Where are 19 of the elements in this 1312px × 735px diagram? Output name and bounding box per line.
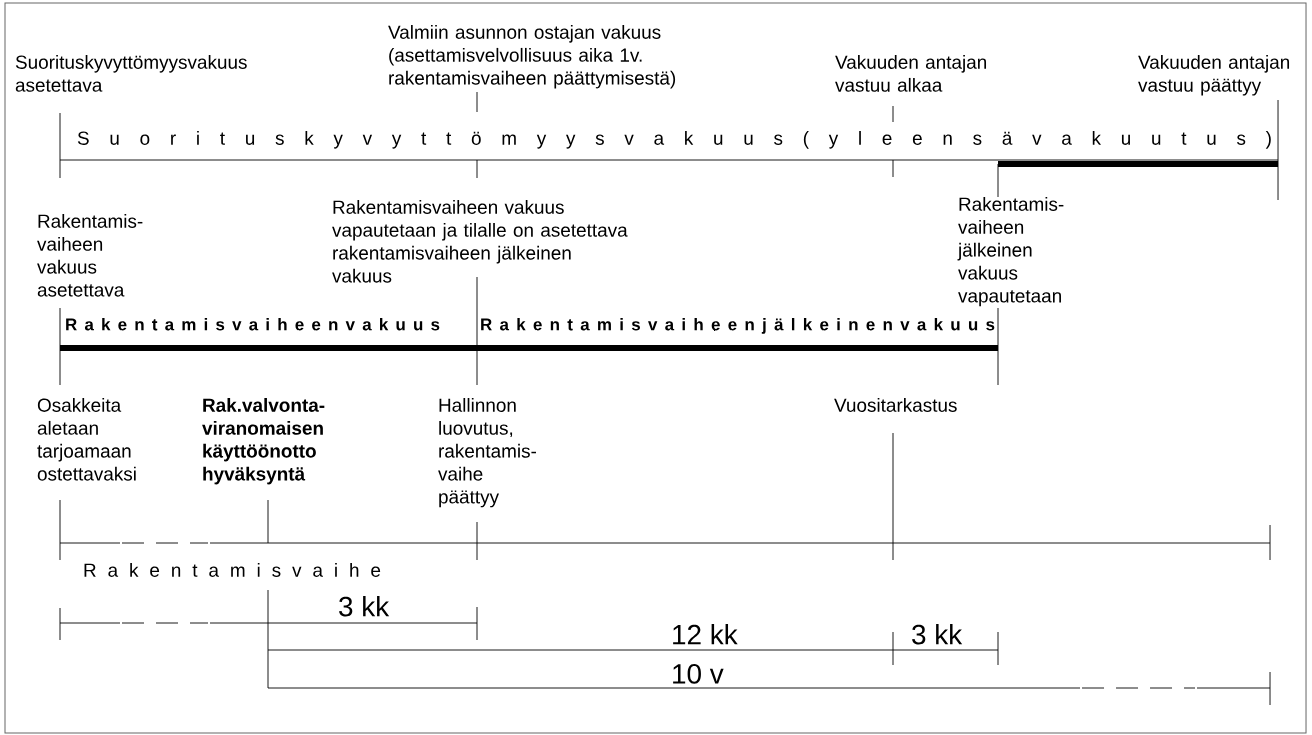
duration-label: 10 v bbox=[673, 664, 724, 684]
duration-label: 3 kk bbox=[912, 624, 963, 645]
annotation-text: Rakentamis- vaiheen vakuus asetettava bbox=[37, 214, 143, 297]
annotation-text: Rakentamis- vaiheen jälkeinen vakuus vapautetaan bbox=[957, 197, 1064, 307]
annotation-text: Vuositarkastus bbox=[834, 398, 957, 412]
bar-label: R a k e n t a m i s v a i h e bbox=[84, 563, 381, 577]
duration-label: 3 kk bbox=[339, 596, 390, 617]
annotation-text: Suorituskyvyttömyysvakuus asetettava bbox=[15, 55, 247, 92]
annotation-text: Osakkeita aletaan tarjoamaan ostettavaksi bbox=[37, 398, 136, 481]
annotation-text: Rakentamisvaiheen vakuus vapautetaan ja tilalle on asetettava rakentamisvaiheen jälkeinen vakuus bbox=[332, 200, 628, 283]
bar-label: S u o r i t u s k y v y t t ö m y y s v a k u u s ( y l e e n s ä v a k u u t u s ) bbox=[77, 131, 1271, 149]
bar-label: R a k e n t a m i s v a i h e e n v a k u u s bbox=[66, 318, 440, 331]
bar-label: R a k e n t a m i s v a i h e e n j ä l k e i n e n v a k u u s bbox=[481, 318, 995, 334]
duration-label: 12 kk bbox=[673, 624, 738, 645]
annotation-text: Vakuuden antajan vastuu alkaa bbox=[835, 55, 986, 92]
annotation-text: Valmiin asunnon ostajan vakuus (asettamisvelvollisuus aika 1v. rakentamisvaiheen päättymisestä) bbox=[388, 25, 676, 89]
annotation-text: Hallinnon luovutus, rakentamis- vaihe päättyy bbox=[438, 398, 537, 508]
annotation-text: Vakuuden antajan vastuu päättyy bbox=[1138, 55, 1289, 96]
annotation-text: Rak.valvonta- viranomaisen käyttöönotto hyväksyntä bbox=[202, 398, 325, 485]
